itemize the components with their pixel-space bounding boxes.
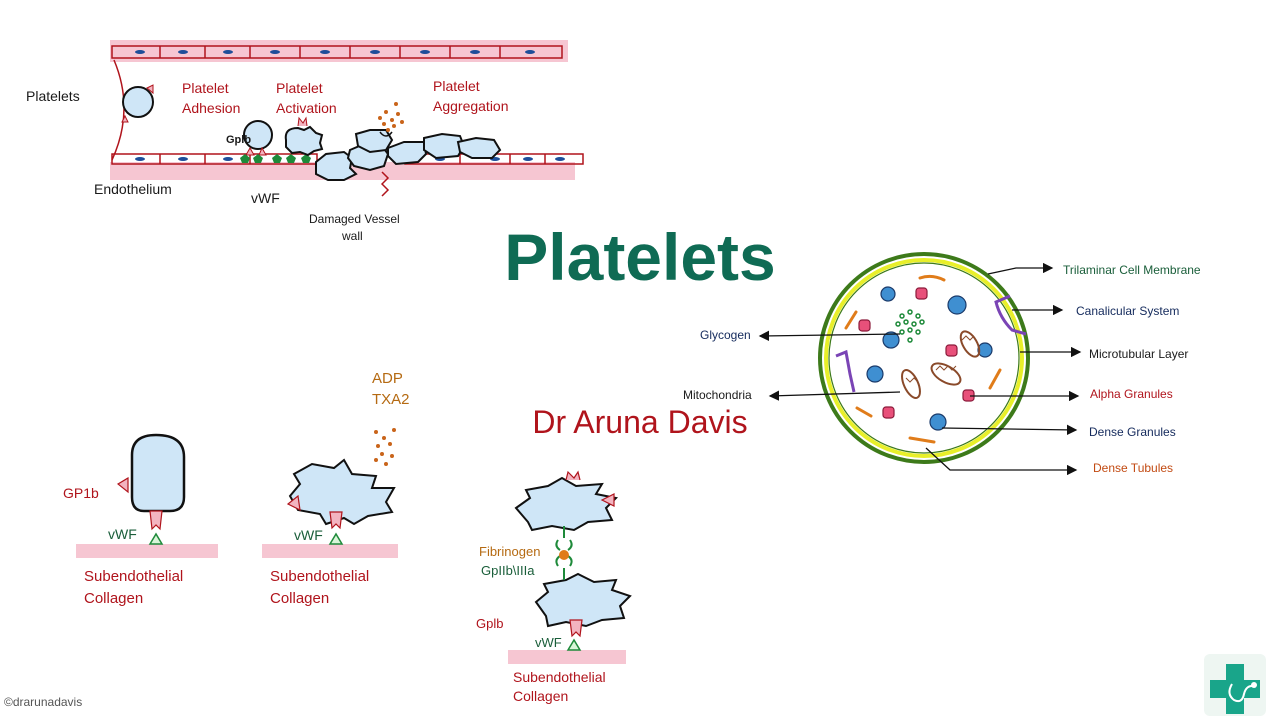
canalicular-label: Canalicular System	[1076, 304, 1179, 318]
activation-label-2: Activation	[276, 100, 337, 116]
dense-granules	[866, 286, 993, 431]
gplb-label: Gplb	[226, 134, 251, 146]
activation-panel: ADP TXA2 vWF Subendothelial Collagen	[262, 370, 410, 607]
aggregation-label-2: Aggregation	[433, 98, 509, 114]
upper-platelet	[514, 476, 619, 532]
page-title: Platelets	[504, 220, 775, 294]
trilaminar-label: Trilaminar Cell Membrane	[1063, 263, 1201, 277]
fibrinogen-molecule	[559, 550, 569, 560]
panel2-vwf-label: vWF	[294, 527, 323, 543]
adp-txa2-granules	[374, 428, 396, 466]
damaged-vessel-label-2: wall	[341, 229, 363, 243]
adp-label: ADP	[372, 370, 403, 387]
alpha-granules-label: Alpha Granules	[1090, 387, 1173, 401]
gpiib-label: GpIIb\IIIa	[481, 563, 535, 578]
panel2-collagen-label-1: Subendothelial	[270, 568, 369, 585]
txa2-label: TXA2	[372, 391, 410, 408]
label-arrows	[758, 262, 1082, 476]
aggregation-label-1: Platelet	[433, 78, 480, 94]
logo-icon	[1204, 654, 1266, 716]
free-platelet	[121, 84, 154, 123]
damaged-wall-mark	[380, 171, 390, 197]
endothelium-label: Endothelium	[94, 181, 172, 197]
released-granules	[378, 102, 404, 132]
gp1b-label: GP1b	[63, 485, 99, 501]
dense-tubules	[844, 274, 1002, 444]
mitochondria	[901, 330, 981, 399]
adhering-platelet	[243, 120, 273, 156]
panel1-vwf-label: vWF	[108, 526, 137, 542]
panel1-collagen-label-2: Collagen	[84, 590, 143, 607]
activated-platelet	[288, 458, 396, 526]
dense-granules-label: Dense Granules	[1089, 425, 1176, 439]
vwf-label: vWF	[251, 190, 280, 206]
adhesion-label-1: Platelet	[182, 80, 229, 96]
platelets-label: Platelets	[26, 88, 80, 104]
copyright-text: ©drarunadavis	[4, 695, 82, 709]
collagen-band	[76, 544, 218, 558]
aggregating-platelets	[315, 129, 502, 181]
resting-platelet	[130, 433, 186, 513]
panel1-collagen-label-1: Subendothelial	[84, 568, 183, 585]
microtubular-ring	[824, 258, 1024, 458]
panel2-collagen-label-2: Collagen	[270, 590, 329, 607]
author-name: Dr Aruna Davis	[532, 404, 747, 440]
panel3-collagen-label-2: Collagen	[513, 688, 568, 704]
vwf-dots	[240, 154, 311, 163]
trilaminar-membrane	[818, 252, 1030, 464]
glycogen-label: Glycogen	[700, 328, 751, 342]
canalicular-system	[994, 294, 1027, 336]
panel3-vwf-label: vWF	[535, 635, 562, 650]
adhesion-panel: GP1b vWF Subendothelial Collagen	[63, 433, 218, 607]
vessel-left-wall	[111, 59, 125, 161]
top-endothelial-cells	[111, 45, 563, 59]
panel3-collagen-label-1: Subendothelial	[513, 669, 606, 685]
alpha-granules	[858, 287, 975, 419]
aggregation-panel: Fibrinogen GpIIb\IIIa Gplb vWF Subendoth…	[476, 470, 632, 704]
platelet-structure: Trilaminar Cell Membrane Canalicular Sys…	[683, 252, 1201, 476]
activation-label-1: Platelet	[276, 80, 323, 96]
vessel-diagram: Platelets Endothelium Platelet Adhesion …	[26, 40, 584, 243]
adhesion-label-2: Adhesion	[182, 100, 240, 116]
activating-platelet	[284, 116, 324, 157]
mitochondria-label: Mitochondria	[683, 388, 752, 402]
damaged-vessel-label-1: Damaged Vessel	[309, 212, 400, 226]
fibrinogen-label: Fibrinogen	[479, 544, 540, 559]
lower-platelet	[534, 572, 632, 628]
microtubular-label: Microtubular Layer	[1089, 347, 1188, 361]
panel3-gplb-label: Gplb	[476, 616, 503, 631]
dense-tubules-label: Dense Tubules	[1093, 461, 1173, 475]
glycogen-cluster	[895, 309, 925, 343]
